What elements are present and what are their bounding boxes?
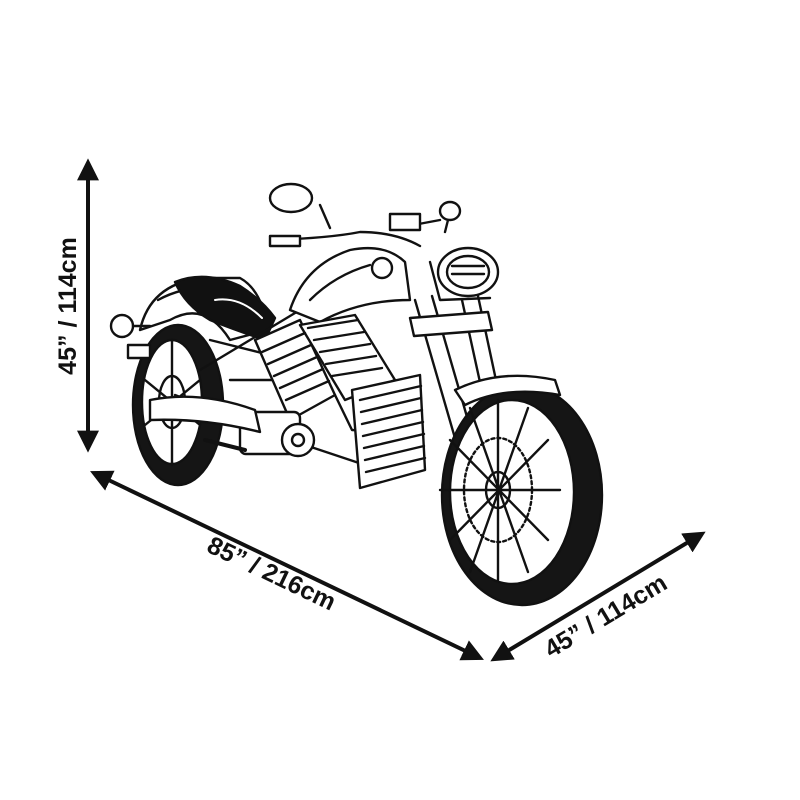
- headlight: [428, 246, 500, 302]
- length-label: 85” / 216cm: [203, 531, 340, 616]
- handlebars: [268, 182, 462, 248]
- length-arrow: [90, 470, 484, 661]
- seat: [173, 275, 277, 342]
- fuel-tank: [288, 246, 412, 324]
- width-arrow: [490, 531, 706, 662]
- motorcycle-illustration: [109, 182, 604, 607]
- height-label: 45” / 114cm: [54, 237, 82, 375]
- exhaust-pipe: [148, 395, 262, 434]
- radiator: [350, 373, 427, 490]
- engine: [238, 313, 412, 458]
- front-wheel: [438, 383, 604, 607]
- front-fender: [453, 374, 562, 407]
